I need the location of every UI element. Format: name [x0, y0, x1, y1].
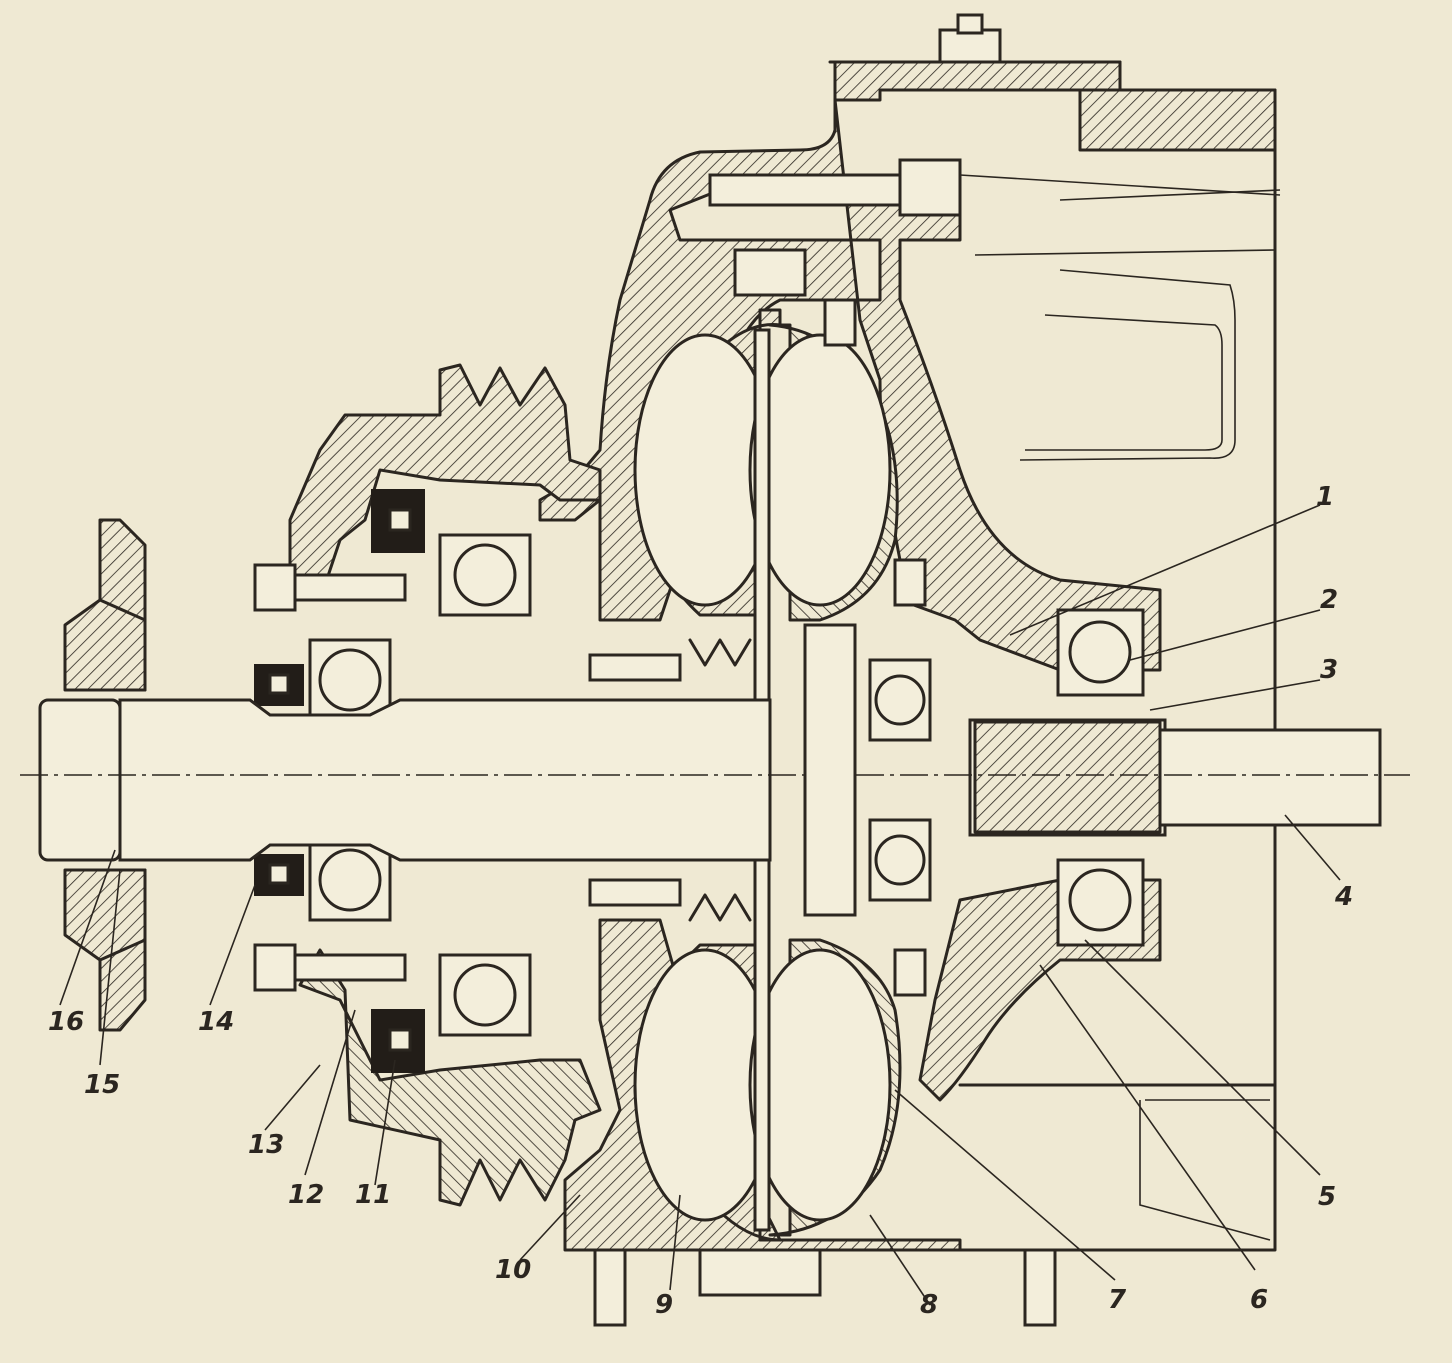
- shafts: [20, 518, 1410, 1032]
- callout-1: 1: [1316, 482, 1334, 512]
- callout-12: 12: [288, 1180, 324, 1210]
- bolts: [253, 158, 1057, 1327]
- callout-labels: 1 2 3 4 5 6 7 8 9 10 11 12 13 14 15 16: [48, 482, 1353, 1320]
- callout-13: 13: [248, 1130, 284, 1160]
- callout-2: 2: [1320, 585, 1338, 615]
- callout-9: 9: [655, 1290, 673, 1320]
- callout-7: 7: [1108, 1285, 1127, 1315]
- callout-3: 3: [1320, 655, 1338, 685]
- callout-15: 15: [84, 1070, 120, 1100]
- callout-10: 10: [495, 1255, 531, 1285]
- leader-lines: [59, 504, 1341, 1306]
- pulley: [288, 363, 602, 1207]
- seals: [254, 489, 425, 1073]
- callout-16: 16: [48, 1007, 84, 1037]
- torus-upper: [633, 308, 899, 622]
- callout-5: 5: [1318, 1182, 1336, 1212]
- callout-8: 8: [920, 1290, 938, 1320]
- callout-6: 6: [1250, 1285, 1268, 1315]
- bearings: [308, 248, 1145, 1037]
- housing: [828, 13, 1281, 1252]
- callout-11: 11: [355, 1180, 391, 1210]
- torus-lower: [633, 938, 902, 1242]
- callout-4: 4: [1334, 882, 1353, 912]
- callout-14: 14: [198, 1007, 234, 1037]
